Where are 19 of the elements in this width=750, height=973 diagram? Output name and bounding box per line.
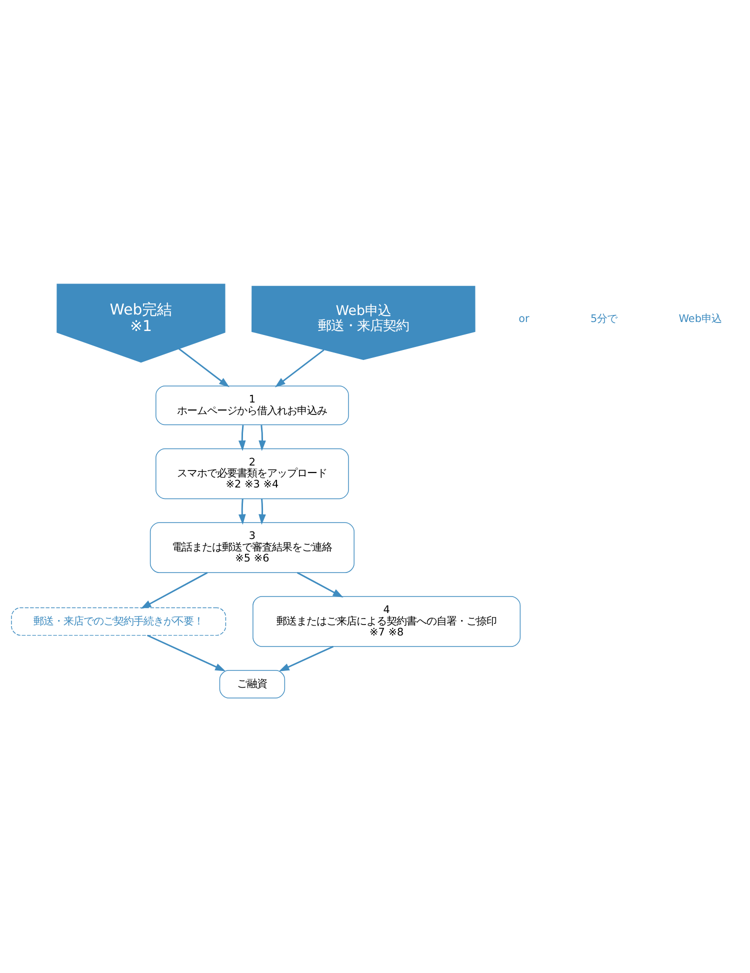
arrow (296, 572, 344, 597)
node-box: 1 ホームページから借入れお申込み (156, 385, 349, 425)
node-box: 4 郵送またはご来店による契約書への自署・ご捺印 ※7 ※8 (252, 596, 521, 646)
arrow (274, 348, 324, 387)
label: Web申込 (678, 312, 722, 324)
arrow (278, 645, 334, 671)
arrow (238, 498, 246, 524)
label: 5分で (590, 312, 618, 324)
node-box: 3 電話または郵送で審査結果をご連絡 ※5 ※6 (150, 522, 354, 572)
arrow (258, 498, 266, 524)
node-box: 郵送・来店でのご契約手続きが不要！ (11, 606, 226, 636)
arrow (178, 348, 230, 387)
arrow (146, 634, 226, 671)
label: or (518, 312, 530, 324)
arrow (238, 424, 246, 450)
node-box: 2 スマホで必要書類をアップロード ※2 ※3 ※4 (156, 448, 349, 499)
arrow (140, 572, 208, 608)
arrow (258, 424, 266, 450)
node-box: ご融資 (219, 670, 286, 698)
